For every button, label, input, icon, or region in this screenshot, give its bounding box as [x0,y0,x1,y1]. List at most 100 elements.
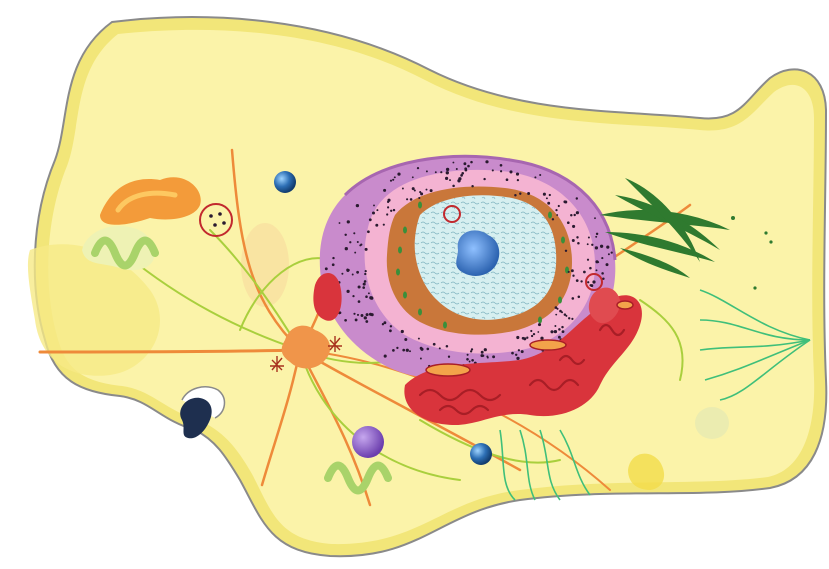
ribosome-dot [433,343,436,346]
ribosome-dot [361,314,364,317]
ribosome-dot [339,222,341,224]
ribosome-dot [386,213,388,215]
ribosome-dot [527,192,530,195]
ribosome-dot [606,246,609,249]
ribosome-dot [390,180,392,182]
ribosome-dot [349,241,351,243]
ribosome-dot [486,355,488,357]
ribosome-dot [572,275,574,277]
ribosome-dot [369,218,372,221]
ribosome-dot [518,349,520,351]
ribosome-dot [571,318,573,320]
ribosome-dot [394,176,396,178]
ribosome-dot [539,174,541,176]
ribosome-dot [390,210,392,212]
ribosome-dot [430,189,433,192]
ribosome-dot [596,233,598,235]
ribosome-dot [564,201,567,204]
ribosome-dot [516,357,519,360]
ribosome-dot [366,313,369,316]
ribosome-dot [521,350,524,353]
ribosome-dot [458,177,461,180]
ribosome-dot [583,271,586,274]
vacuole-right [695,407,729,439]
ribosome-dot [602,277,604,279]
ribosome-dot [543,193,546,196]
ribosome-dot [440,171,442,173]
ribosome-dot [390,325,392,327]
ribosome-dot [439,347,441,349]
ribosome-dot [387,206,389,208]
ribosome-dot [596,269,598,271]
ribosome-dot [417,167,419,169]
ribosome-dot [469,361,471,363]
ribosome-dot [373,204,375,206]
ribosome-dot [402,349,405,352]
ribosome-dot [526,337,528,339]
ribosome-dot [382,323,384,325]
ribosome-dot [492,355,495,358]
ribosome-dot [355,318,358,321]
ribosome-dot [533,333,535,335]
ribosome-dot [356,204,359,207]
ribosome-dot [356,271,359,274]
ribosome-dot [516,336,519,339]
ribosome-dot [464,167,467,170]
ribosome-dot [516,173,519,176]
ribosome-dot [420,192,423,195]
ribosome-dot [576,279,579,282]
ribosome-dot [426,348,429,351]
ribosome-dot [344,234,346,236]
ribosome-dot [364,280,367,283]
ribosome-dot [420,347,423,350]
ribosome-dot [410,198,413,201]
ribosome-dot [576,197,578,199]
ribosome-dot [531,335,533,337]
ribosome-dot [576,211,579,214]
ribosome-dot [466,358,469,361]
ribosome-dot [402,188,404,190]
ribosome-dot [448,356,450,358]
ribosome-dot [397,173,400,176]
ribosome-dot [384,355,387,358]
ribosome-dot [354,252,356,254]
ribosome-dot [550,330,553,333]
ribosome-dot [481,351,484,354]
ribosome-dot [558,205,560,207]
ribosome-dot [597,261,599,263]
ribosome-dot [562,330,565,333]
ribosome-dot [578,296,581,299]
ribosome-dot [577,242,580,245]
ribosome-dot [590,284,593,287]
ribosome-dot [418,197,420,199]
ribosome-dot [594,217,596,219]
ribosome-dot [362,286,365,289]
ribosome-dot [601,272,604,275]
ribosome-dot [404,338,407,341]
ribosome-dot [514,194,516,196]
ribosome-dot [347,220,350,223]
ribosome-dot [332,263,335,266]
ribosome-dot [357,241,359,243]
ribosome-dot [418,338,420,340]
ribosome-dot [591,244,593,246]
ribosome-dot [523,337,526,340]
ribosome-dot [396,347,398,349]
ribosome-dot [570,214,572,216]
ribosome-dot [482,354,484,356]
ribosome-dot [409,350,411,352]
ribosome-dot [344,319,347,322]
ribosome-dot [568,271,570,273]
ribosome-dot [572,225,575,228]
ribosome-dot [567,221,570,224]
ribosome-dot [485,160,488,163]
ribosome-dot [519,192,521,194]
ribosome-dot [565,250,567,252]
ribosome-dot [558,328,561,331]
ribosome-dot [509,170,512,173]
ribosome-dot [358,285,361,288]
ribosome-dot [359,244,361,246]
ribosome-dot [383,189,386,192]
ribosome-dot [365,320,368,323]
ribosome-dot [546,197,548,199]
